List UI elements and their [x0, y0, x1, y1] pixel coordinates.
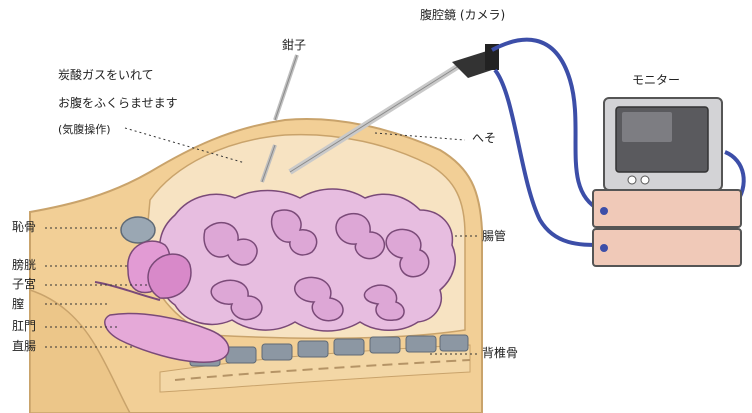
label-pubis: 恥骨 — [12, 220, 36, 235]
label-co2-line1: 炭酸ガスをいれて — [58, 68, 154, 83]
label-uterus: 子宮 — [12, 277, 36, 292]
label-intestine: 腸管 — [482, 229, 506, 244]
label-forceps: 鉗子 — [282, 38, 306, 53]
label-monitor: モニター — [632, 73, 680, 88]
control-units — [593, 190, 741, 266]
label-bladder: 膀胱 — [12, 258, 36, 273]
label-anus: 肛門 — [12, 319, 36, 334]
label-co2-line2: お腹をふくらませます — [58, 96, 178, 111]
label-laparoscope: 腹腔鏡 (カメラ) — [420, 8, 505, 23]
label-spine: 背椎骨 — [482, 346, 518, 361]
label-pneumo: (気腹操作) — [58, 122, 111, 137]
monitor — [604, 98, 722, 190]
intestines — [160, 189, 455, 331]
label-rectum: 直腸 — [12, 339, 36, 354]
label-vagina: 膣 — [12, 297, 24, 312]
label-navel: へそ — [472, 131, 496, 146]
